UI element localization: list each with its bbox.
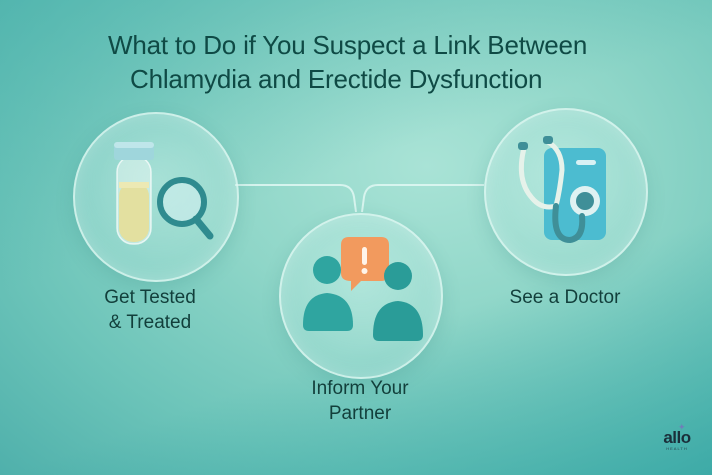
label-line: Inform Your <box>311 378 409 399</box>
label-line: Partner <box>328 403 392 424</box>
step-label-see-doctor: See a Doctor <box>485 285 645 310</box>
sparkle-icon: ✦ <box>678 422 686 432</box>
step-label-inform-partner: Inform Your Partner <box>280 376 440 426</box>
logo-text: allo <box>663 428 691 447</box>
logo-subtext: HEALTH <box>666 446 688 451</box>
allo-health-logo: ✦ allo HEALTH <box>657 422 697 451</box>
two-people-alert-bubble-icon <box>303 237 423 341</box>
label-line: Get Tested <box>104 287 196 308</box>
title-line-2: Chlamydia and Erectide Dysfunction <box>130 64 543 94</box>
label-line: & Treated <box>108 312 192 333</box>
label-line: See a Doctor <box>509 287 621 308</box>
page-title: What to Do if You Suspect a Link Between… <box>96 28 676 96</box>
step-label-get-tested: Get Tested & Treated <box>80 285 220 335</box>
step-circle-see-doctor <box>484 108 648 276</box>
step-circle-inform-partner <box>279 213 443 379</box>
stethoscope-clipboard-icon <box>518 136 606 244</box>
step-circle-get-tested <box>73 112 239 282</box>
test-tube-magnifier-icon <box>114 142 214 245</box>
title-line-1: What to Do if You Suspect a Link Between <box>108 30 588 60</box>
